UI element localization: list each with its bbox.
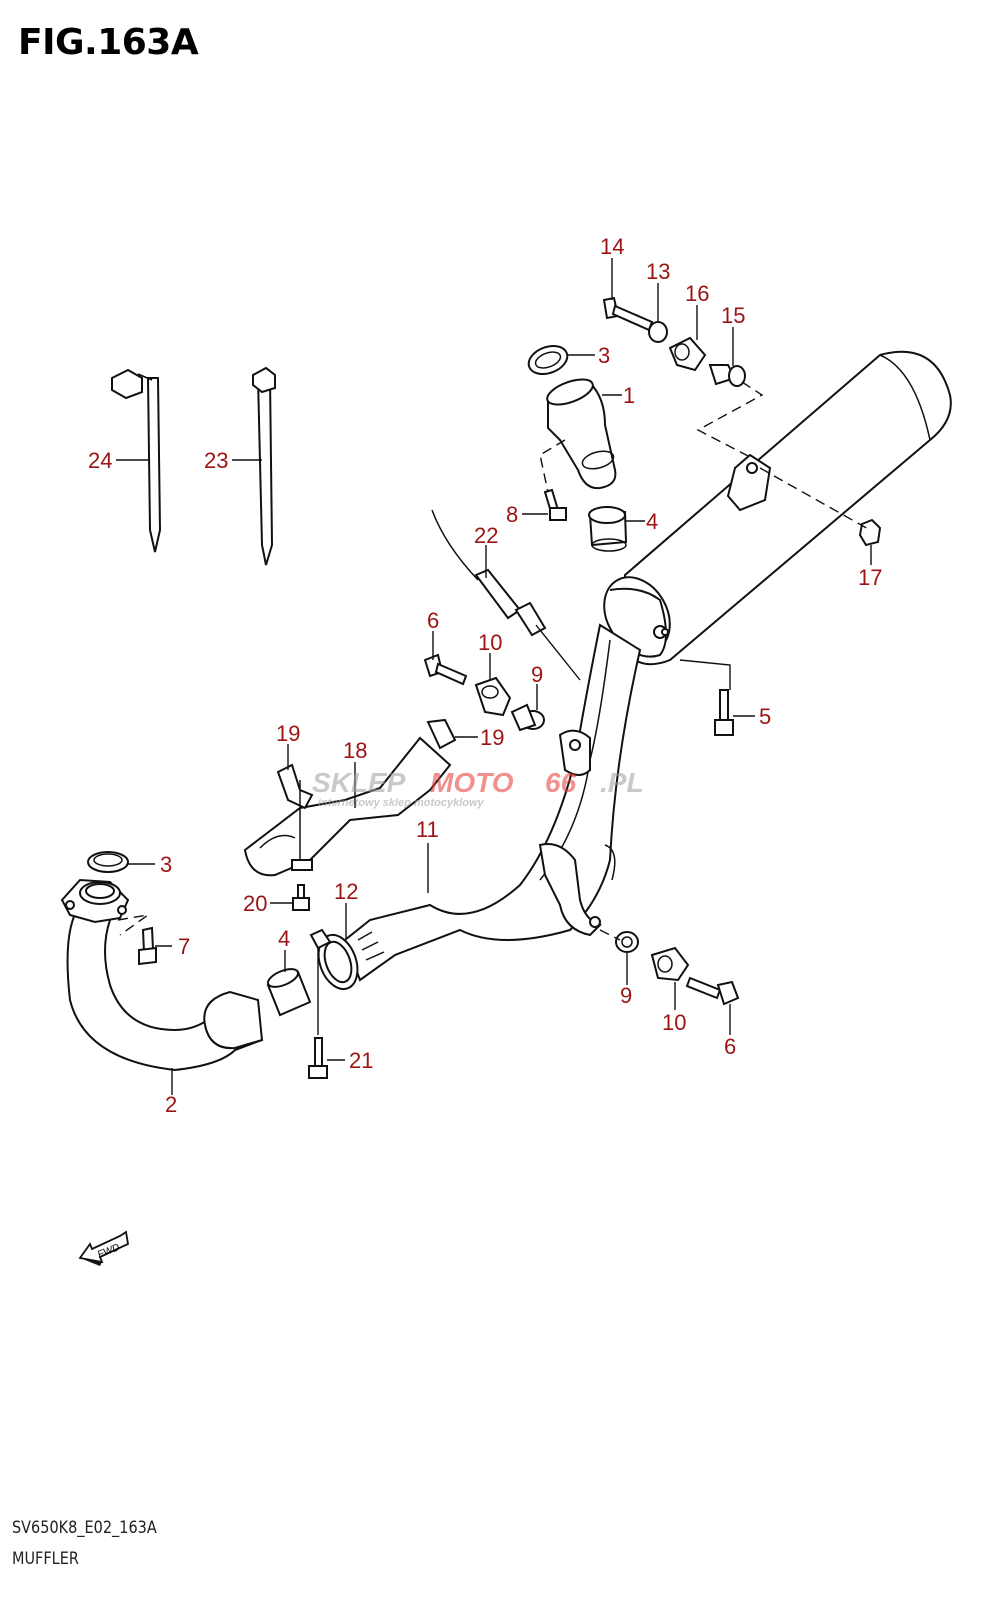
cable-tie-23 — [252, 366, 276, 566]
callout-12: 12 — [334, 879, 358, 904]
figure-title: FIG.163A — [18, 22, 199, 63]
callout-3-upper: 3 — [598, 343, 610, 368]
cushion-10-lower — [650, 946, 690, 982]
exhaust-pipe-rear — [317, 623, 642, 991]
callout-11: 11 — [416, 817, 439, 842]
cable-tie-24 — [111, 368, 162, 553]
figure-code: SV650K8_E02_163A — [12, 1518, 157, 1538]
watermark-brand-part2: MOTO — [430, 767, 514, 798]
cushion-16 — [668, 336, 707, 372]
callout-19-right: 19 — [480, 725, 504, 750]
watermark-brand-part3: 66 — [545, 767, 577, 798]
callout-4-upper: 4 — [646, 509, 658, 534]
callout-6-lower: 6 — [724, 1034, 736, 1059]
callout-19-left: 19 — [276, 721, 300, 746]
callout-6-upper: 6 — [427, 608, 439, 633]
gasket-upper — [527, 344, 569, 376]
callout-7: 7 — [178, 934, 190, 959]
connector-lower — [266, 968, 312, 1017]
nut-17 — [858, 518, 882, 547]
bolt-14 — [602, 296, 654, 332]
callout-labels: 14 13 16 15 3 1 8 4 17 22 6 10 9 5 19 18… — [88, 234, 882, 1117]
cushion-10-upper — [474, 676, 512, 717]
callout-18: 18 — [343, 738, 367, 763]
callout-15: 15 — [721, 303, 745, 328]
callout-21: 21 — [349, 1048, 373, 1073]
washer-9-lower — [615, 931, 639, 953]
watermark-brand-part1: SKLEP — [312, 767, 406, 798]
callout-8: 8 — [506, 502, 518, 527]
callout-3-lower: 3 — [160, 852, 172, 877]
washer-13 — [648, 321, 668, 343]
callout-2: 2 — [165, 1092, 177, 1117]
clamp-b — [426, 718, 457, 750]
callout-5: 5 — [759, 704, 771, 729]
muffler — [603, 350, 952, 666]
assembly-lines — [117, 381, 871, 1035]
callout-9-upper: 9 — [531, 662, 543, 687]
bolt-21 — [308, 1037, 328, 1079]
figure-name: MUFFLER — [12, 1549, 79, 1569]
clamp-12 — [309, 928, 332, 950]
callout-22: 22 — [474, 523, 498, 548]
bolt-6-upper — [423, 653, 468, 686]
watermark-brand-part4: .PL — [600, 767, 644, 798]
bolt-6-lower — [685, 976, 740, 1006]
leader-lines — [116, 258, 872, 1095]
connector-upper — [588, 506, 628, 552]
exhaust-pipe-top — [546, 378, 617, 490]
callout-10-upper: 10 — [478, 630, 502, 655]
callout-24: 24 — [88, 448, 112, 473]
watermark-tagline: internetowy sklep motocyklowy — [318, 797, 485, 809]
callout-20: 20 — [243, 891, 267, 916]
heat-shield — [243, 736, 452, 877]
callout-14: 14 — [600, 234, 624, 259]
callout-16: 16 — [685, 281, 709, 306]
callout-1: 1 — [623, 383, 635, 408]
callout-23: 23 — [204, 448, 228, 473]
watermark: SKLEP MOTO 66 .PL internetowy sklep moto… — [312, 767, 644, 809]
callout-9-lower: 9 — [620, 983, 632, 1008]
clamp-a — [276, 763, 314, 871]
stud-7 — [138, 926, 157, 966]
callout-10-lower: 10 — [662, 1010, 686, 1035]
callout-4-lower: 4 — [278, 926, 290, 951]
exhaust-pipe-front — [60, 878, 264, 1072]
callout-17: 17 — [858, 565, 882, 590]
bolt-8 — [543, 488, 567, 521]
collar-15 — [708, 364, 746, 387]
screw-20 — [292, 884, 310, 911]
bolt-5 — [714, 689, 734, 736]
fwd-arrow-icon: FWD — [78, 1230, 130, 1266]
callout-13: 13 — [646, 259, 670, 284]
gasket-lower — [87, 851, 129, 873]
washer-9-upper — [510, 703, 545, 732]
